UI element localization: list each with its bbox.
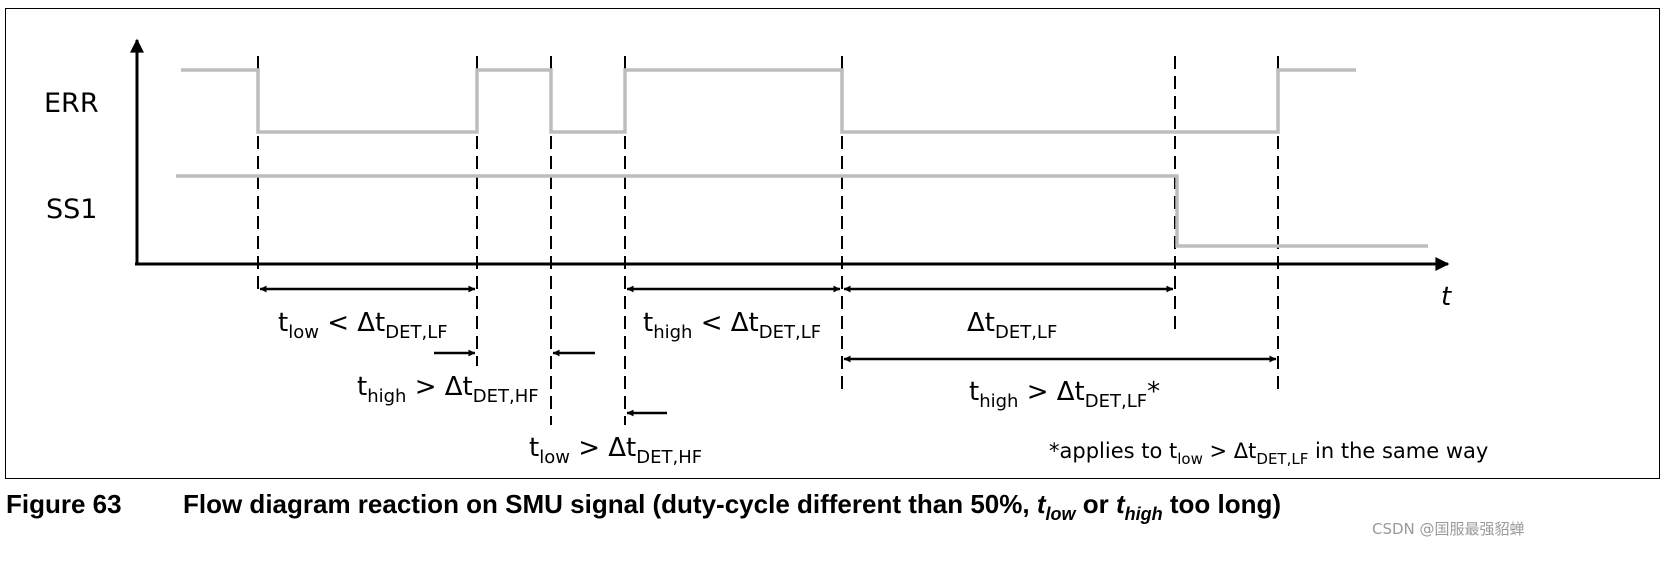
label-thigh-lt-dt-lf: thigh < ΔtDET,LF xyxy=(643,308,821,343)
label-tlow-gt-dt-hf: tlow > ΔtDET,HF xyxy=(529,433,702,468)
label-thigh-gt-dt-hf: thigh > ΔtDET,HF xyxy=(357,372,539,407)
signal-label-err: ERR xyxy=(44,88,99,119)
err-signal-trace xyxy=(181,68,1356,134)
footnote: *applies to tlow > ΔtDET,LF in the same … xyxy=(1049,439,1488,468)
diagram-frame xyxy=(5,8,1660,479)
timing-markers xyxy=(257,56,1279,425)
label-thigh-gt-dt-lf: thigh > ΔtDET,LF* xyxy=(969,377,1160,412)
time-axis-label: t xyxy=(1441,282,1452,312)
figure-caption: Flow diagram reaction on SMU signal (dut… xyxy=(183,489,1281,524)
label-dt-lf: ΔtDET,LF xyxy=(967,308,1057,343)
figure-number: Figure 63 xyxy=(6,489,122,519)
signal-label-ss1: SS1 xyxy=(46,194,97,225)
watermark-text: CSDN @国服最强貂蝉 xyxy=(1372,520,1525,538)
duration-arrows xyxy=(259,285,1277,417)
ss1-signal-trace xyxy=(176,174,1428,248)
label-tlow-lt-dt-lf: tlow < ΔtDET,LF xyxy=(278,308,448,343)
